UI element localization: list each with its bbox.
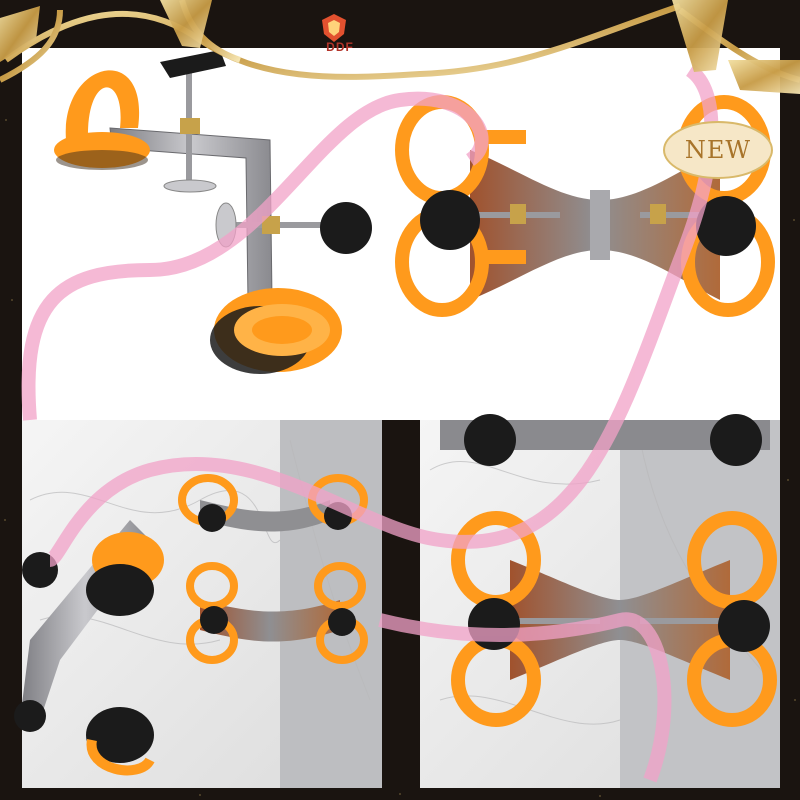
shield-logo-icon [322, 14, 346, 42]
new-badge-shape [663, 121, 773, 179]
l-bracket-clamp [54, 50, 372, 374]
seam-setter-tool [395, 95, 775, 317]
new-badge: NEW [664, 122, 772, 180]
tools-on-marble-left [14, 474, 368, 776]
brand-label: DDF [300, 12, 380, 54]
new-badge-label: NEW [684, 136, 752, 164]
pink-ribbon [21, 64, 719, 783]
brand-name: DDF [326, 40, 354, 54]
